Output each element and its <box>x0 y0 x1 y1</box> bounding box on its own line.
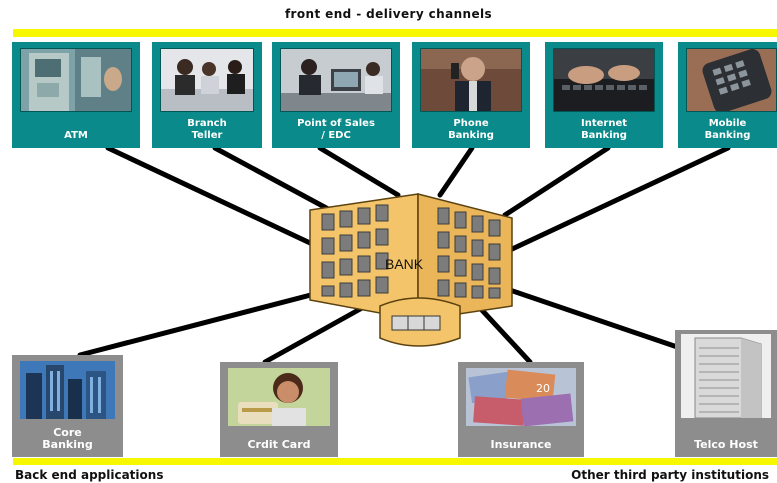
channel-label: Point of Sales / EDC <box>297 118 375 141</box>
backend-card-telco-host: Telco Host <box>675 330 777 457</box>
atm-photo <box>20 48 132 112</box>
line-core-banking <box>77 287 333 358</box>
core-banking-photo <box>20 361 115 419</box>
channel-card-atm: ATM <box>12 42 140 148</box>
point-of-sales-photo <box>280 48 392 112</box>
backend-label: Insurance <box>490 438 552 451</box>
channel-label: Internet Banking <box>580 118 627 141</box>
line-atm <box>105 145 328 253</box>
telco-host-server-photo <box>681 334 771 418</box>
channel-label: Branch Teller <box>187 118 227 141</box>
bank-building-icon <box>309 193 513 347</box>
credit-card-photo <box>228 368 330 426</box>
phone-banking-photo <box>420 48 522 112</box>
backend-label: Crdit Card <box>247 438 311 451</box>
backend-label: Core Banking <box>42 426 93 451</box>
insurance-photo: 20 <box>466 368 576 426</box>
channel-card-mobile-banking: Mobile Banking <box>678 42 777 148</box>
mobile-banking-photo <box>686 48 777 112</box>
front-end-title: front end - delivery channels <box>284 7 493 21</box>
channel-card-internet-banking: Internet Banking <box>545 42 663 148</box>
top-yellow-band <box>13 29 777 37</box>
channel-label: Mobile Banking <box>704 118 751 141</box>
svg-text:20: 20 <box>536 382 550 395</box>
back-end-applications-label: Back end applications <box>15 468 164 482</box>
channel-card-point-of-sales: Point of Sales / EDC <box>272 42 400 148</box>
line-phone-banking <box>437 145 475 198</box>
backend-label: Telco Host <box>694 438 758 451</box>
bottom-yellow-band <box>13 458 777 465</box>
line-insurance <box>477 305 533 365</box>
line-credit-card <box>262 305 365 365</box>
line-pos <box>317 145 401 198</box>
channel-label: Phone Banking <box>448 118 494 141</box>
backend-card-core-banking: Core Banking <box>12 355 123 457</box>
bank-label: BANK <box>385 256 424 272</box>
third-party-institutions-label: Other third party institutions <box>571 468 769 482</box>
backend-card-insurance: 20 Insurance <box>458 362 584 457</box>
channel-label: ATM <box>64 130 88 141</box>
channel-card-phone-banking: Phone Banking <box>412 42 530 148</box>
line-branch-teller <box>212 145 333 213</box>
line-telco-host <box>492 282 695 355</box>
channel-card-branch-teller: Branch Teller <box>152 42 262 148</box>
line-mobile-banking <box>507 145 731 253</box>
backend-card-credit-card: Crdit Card <box>220 362 338 457</box>
line-internet-banking <box>502 145 611 218</box>
internet-banking-photo <box>553 48 655 112</box>
branch-teller-photo <box>160 48 254 112</box>
